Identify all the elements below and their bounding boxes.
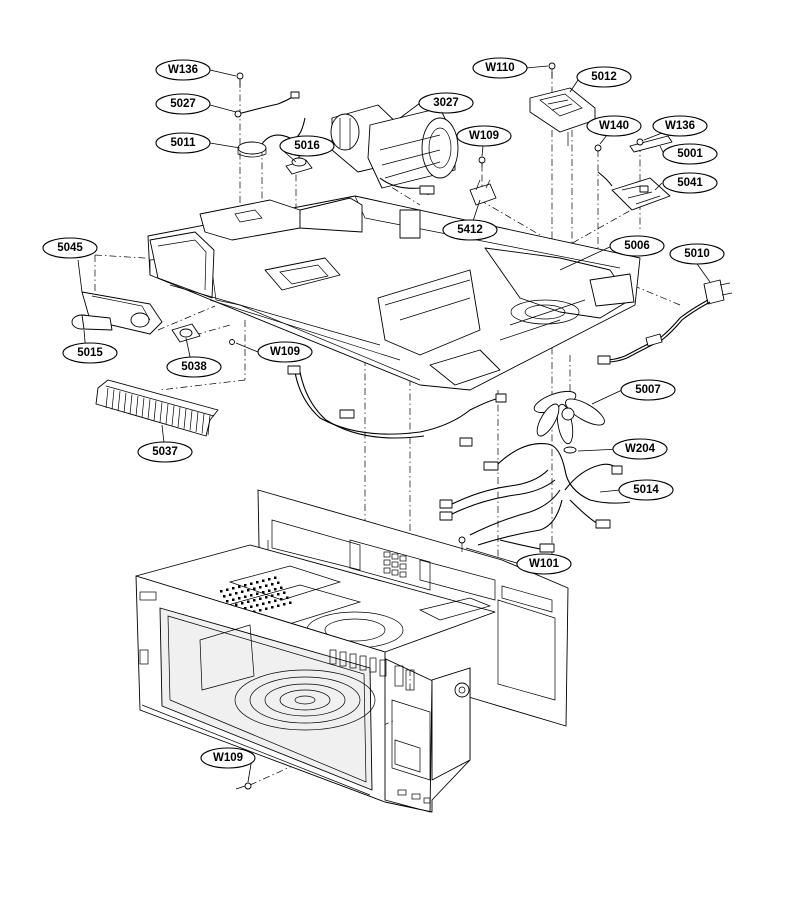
callout-w140: W140: [586, 115, 642, 137]
callout-w204: W204: [612, 438, 668, 460]
callout-ellipse: [257, 341, 313, 363]
callout-p5011: 5011: [155, 132, 211, 154]
callout-ellipse: [586, 115, 642, 137]
callout-ellipse: [652, 115, 708, 137]
callout-ellipse: [166, 356, 222, 378]
callout-text: 5001: [677, 148, 703, 160]
callout-ellipse: [155, 93, 211, 115]
callout-p5006: 5006: [609, 235, 665, 257]
vent-grille-5037: [95, 379, 219, 437]
oven-cavity-chassis: [135, 489, 569, 813]
callout-p5007: 5007: [620, 379, 676, 401]
callout-ellipse: [669, 243, 725, 265]
callout-p5014: 5014: [618, 479, 674, 501]
callout-text: W110: [485, 62, 514, 74]
callout-text: 5006: [624, 240, 650, 252]
callout-ellipse: [662, 143, 718, 165]
callout-text: 5007: [635, 384, 661, 396]
callout-text: W136: [665, 120, 695, 132]
power-cord-5010: [597, 279, 733, 365]
callout-p5012: 5012: [576, 66, 632, 88]
callout-text: W140: [599, 120, 629, 132]
callout-text: W109: [270, 346, 300, 358]
bracket-5412: [469, 156, 497, 206]
blower-motor-3027: [330, 104, 459, 196]
callout-text: 5038: [181, 361, 207, 373]
callout-p5038: 5038: [166, 356, 222, 378]
callout-text: 3027: [433, 97, 459, 109]
callout-p3027: 3027: [418, 92, 474, 114]
callout-p5010: 5010: [669, 243, 725, 265]
callout-ellipse: [155, 59, 211, 81]
callout-w109b: W109: [257, 341, 313, 363]
callout-ellipse: [418, 92, 474, 114]
callout-w109a: W109: [456, 125, 512, 147]
callout-p5037: 5037: [137, 441, 193, 463]
base-plate-5006: [147, 195, 641, 391]
callout-text: 5014: [633, 484, 659, 496]
wire-harness-middle: [287, 365, 507, 447]
callout-p5027: 5027: [155, 93, 211, 115]
callout-text: W204: [625, 443, 656, 455]
callout-text: W109: [213, 752, 243, 764]
callout-w109c: W109: [200, 747, 256, 769]
callout-ellipse: [618, 479, 674, 501]
callout-p5015: 5015: [62, 342, 118, 364]
callout-ellipse: [576, 66, 632, 88]
callout-p5412: 5412: [442, 219, 498, 241]
wire-harness-5014: [439, 442, 631, 553]
control-board-5041: [594, 135, 673, 211]
callout-text: 5412: [457, 224, 483, 236]
screws: [235, 536, 466, 790]
callout-text: 5045: [57, 242, 83, 254]
small-parts-left-top: [234, 72, 313, 175]
callout-ellipse: [137, 441, 193, 463]
callout-p5016: 5016: [279, 135, 335, 157]
callout-text: 5010: [684, 248, 710, 260]
callout-ellipse: [662, 172, 718, 194]
callout-ellipse: [516, 553, 572, 575]
callout-ellipse: [200, 747, 256, 769]
callout-ellipse: [155, 132, 211, 154]
callout-w110: W110: [472, 57, 528, 79]
callout-w136b: W136: [652, 115, 708, 137]
callout-text: W109: [469, 130, 499, 142]
callout-w136a: W136: [155, 59, 211, 81]
lamp-assembly-left: [71, 291, 235, 345]
callout-ellipse: [612, 438, 668, 460]
callout-text: 5027: [170, 98, 196, 110]
callout-ellipse: [62, 342, 118, 364]
callout-text: 5037: [152, 446, 178, 458]
callout-ellipse: [472, 57, 528, 79]
callout-ellipse: [456, 125, 512, 147]
callout-ellipse: [42, 237, 98, 259]
callout-ellipse: [279, 135, 335, 157]
callout-text: 5041: [677, 177, 703, 189]
callout-w101: W101: [516, 553, 572, 575]
callout-text: 5016: [294, 140, 320, 152]
callout-ellipse: [609, 235, 665, 257]
callout-p5041: 5041: [662, 172, 718, 194]
callout-text: 5015: [77, 347, 103, 359]
callout-p5001: 5001: [662, 143, 718, 165]
callout-ellipse: [442, 219, 498, 241]
fan-blade-5007: [533, 390, 605, 454]
callout-text: 5012: [591, 71, 617, 83]
callout-text: 5011: [171, 137, 197, 149]
callout-ellipse: [620, 379, 676, 401]
callout-text: W136: [168, 64, 198, 76]
callout-text: W101: [529, 558, 560, 570]
callout-p5045: 5045: [42, 237, 98, 259]
